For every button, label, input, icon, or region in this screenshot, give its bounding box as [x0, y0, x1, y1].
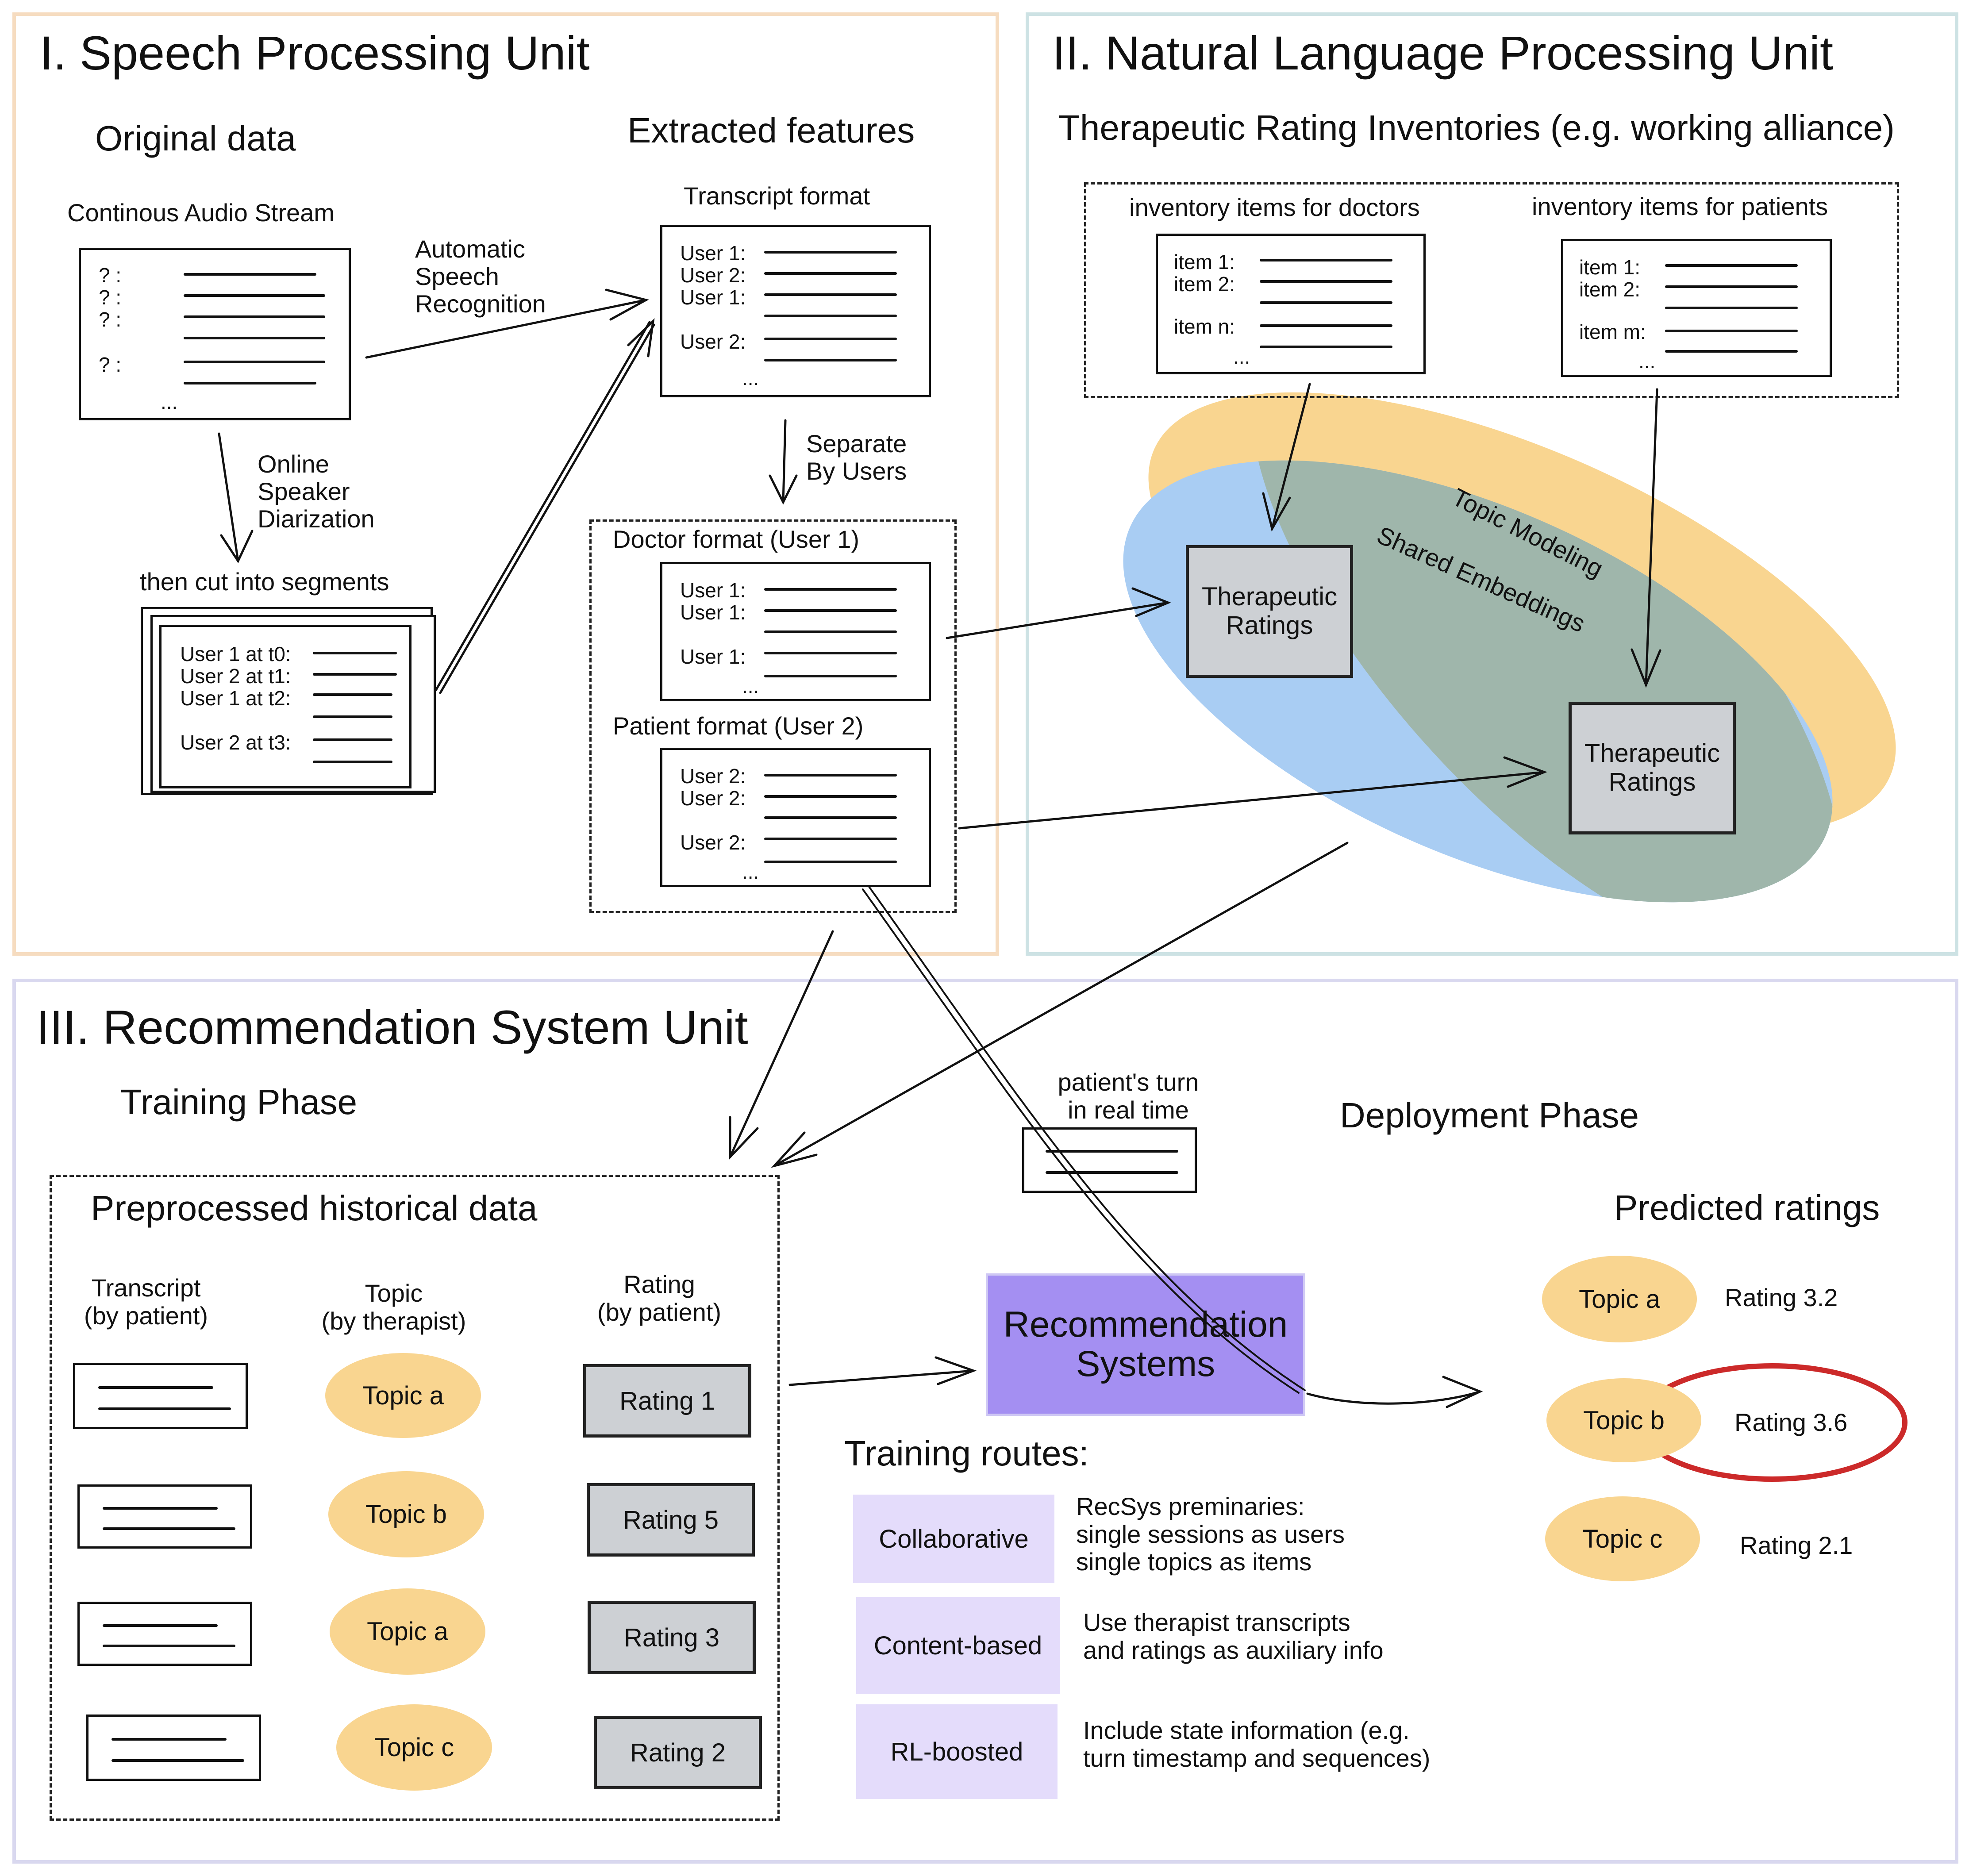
arrow-historical-to-recsys [788, 1356, 977, 1386]
diarization-label-3: Diarization [258, 505, 375, 533]
col-rating-header: Rating(by patient) [597, 1270, 722, 1326]
arrow-to-historical-2 [771, 842, 1349, 1168]
recommendation-panel [12, 979, 1958, 1864]
table-row-transcript [73, 1363, 248, 1429]
patient-items-doc: item 1: item 2: item m: ... [1561, 239, 1832, 377]
transcript-format-label: Transcript format [684, 182, 870, 210]
asr-label-2: Speech [415, 262, 499, 290]
audio-stream-doc: ? : ? : ? : ? : ... [79, 248, 351, 420]
arrow-doctor-to-ratings [946, 587, 1171, 639]
historical-data-title: Preprocessed historical data [91, 1188, 538, 1228]
arrow-asr [365, 288, 649, 359]
asr-label-1: Automatic [415, 235, 525, 263]
extracted-features-heading: Extracted features [627, 111, 915, 150]
doctor-items-doc: item 1: item 2: item n: ... [1156, 234, 1426, 374]
historical-data-group [50, 1175, 780, 1821]
arrow-diarization [218, 432, 254, 564]
arrow-patient-to-ratings [958, 756, 1547, 830]
recsys-unit-title: III. Recommendation System Unit [36, 1000, 748, 1054]
nlp-unit-title: II. Natural Language Processing Unit [1052, 26, 1834, 80]
route-rl-boosted: RL-boosted [856, 1704, 1058, 1799]
col-transcript-header: Transcript(by patient) [84, 1274, 208, 1330]
arrow-recsys-to-predicted [1306, 1376, 1483, 1408]
inventory-items-group [1084, 182, 1899, 398]
training-routes-heading: Training routes: [844, 1434, 1089, 1473]
predicted-topic: Topic a [1542, 1256, 1697, 1342]
training-phase-heading: Training Phase [120, 1082, 358, 1122]
patients-turn-doc [1022, 1127, 1197, 1193]
deployment-phase-heading: Deployment Phase [1340, 1096, 1639, 1135]
separate-label-1: Separate [806, 430, 907, 457]
table-row-transcript [77, 1484, 252, 1549]
asr-label-3: Recognition [415, 290, 546, 318]
arrow-segments-to-transcript [435, 318, 655, 694]
speech-unit-title: I. Speech Processing Unit [40, 26, 590, 80]
predicted-ratings-heading: Predicted ratings [1614, 1188, 1880, 1227]
doctor-items-label: inventory items for doctors [1129, 193, 1420, 221]
predicted-rating: Rating 3.2 [1725, 1284, 1838, 1311]
separate-label-2: By Users [806, 457, 907, 485]
route-content-based: Content-based [856, 1597, 1060, 1694]
patient-format-label: Patient format (User 2) [613, 712, 864, 740]
arrow-patient-items-down [1631, 388, 1661, 688]
table-row-transcript [86, 1715, 261, 1781]
diarization-label-2: Speaker [258, 477, 350, 505]
arrow-separate [769, 419, 798, 505]
original-data-heading: Original data [95, 119, 296, 158]
table-row-rating: Rating 5 [587, 1483, 755, 1557]
route-collaborative-desc: RecSys preminaries:single sessions as us… [1076, 1492, 1345, 1576]
segments-doc: User 1 at t0: User 2 at t1: User 1 at t2… [159, 625, 411, 788]
predicted-topic: Topic b [1546, 1378, 1701, 1462]
nlp-panel [1026, 12, 1958, 956]
route-collaborative: Collaborative [853, 1495, 1054, 1583]
audio-stream-label: Continous Audio Stream [67, 199, 335, 227]
predicted-topic: Topic c [1545, 1496, 1700, 1581]
user-formats-group [589, 519, 957, 913]
doctor-format-label: Doctor format (User 1) [613, 525, 859, 553]
table-row-topic: Topic a [330, 1588, 485, 1675]
table-row-transcript [77, 1602, 252, 1666]
table-row-topic: Topic b [328, 1471, 484, 1557]
table-row-rating: Rating 3 [588, 1601, 756, 1674]
arrow-to-historical-1 [729, 930, 834, 1160]
route-rl-boosted-desc: Include state information (e.g.turn time… [1083, 1716, 1431, 1772]
segments-label: then cut into segments [140, 568, 389, 596]
arrow-doctor-items-down [1262, 383, 1311, 532]
doctor-format-doc: User 1: User 1: User 1: ... [660, 562, 931, 701]
predicted-rating: Rating 2.1 [1740, 1531, 1853, 1559]
arrow-patient-to-recsys [862, 886, 1306, 1394]
diarization-label-1: Online [258, 450, 329, 478]
col-topic-header: Topic(by therapist) [321, 1279, 466, 1335]
patient-format-doc: User 2: User 2: User 2: ... [660, 748, 931, 887]
table-row-topic: Topic a [325, 1353, 481, 1438]
transcript-doc: User 1: User 2: User 1: User 2: ... [660, 225, 931, 397]
table-row-rating: Rating 1 [583, 1364, 751, 1438]
patient-items-label: inventory items for patients [1532, 192, 1828, 220]
predicted-rating: Rating 3.6 [1734, 1408, 1848, 1436]
rating-inventories-subtitle: Therapeutic Rating Inventories (e.g. wor… [1058, 108, 1895, 147]
table-row-topic: Topic c [336, 1704, 492, 1791]
table-row-rating: Rating 2 [594, 1716, 762, 1789]
speech-processing-panel [12, 12, 999, 956]
